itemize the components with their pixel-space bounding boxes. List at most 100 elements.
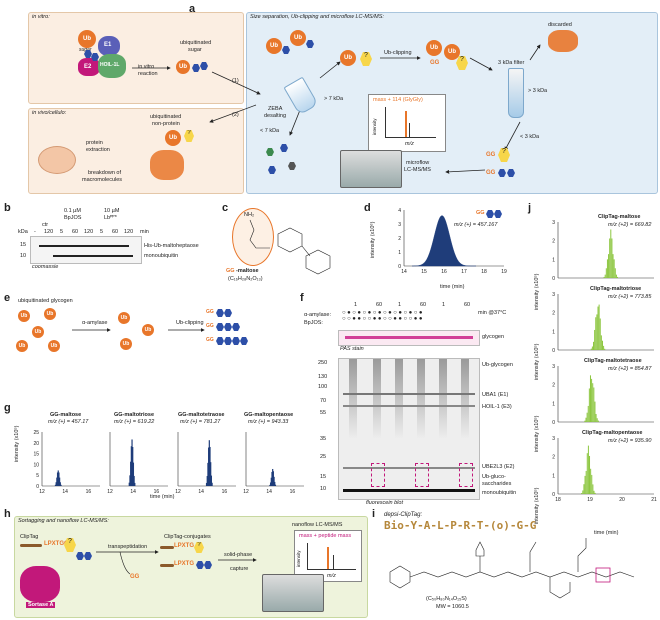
chromatogram-bar — [130, 461, 132, 486]
g-head-3: GG-maltopentaose m/z (+) = 943.33 — [244, 412, 294, 425]
h-title: Sortagging and nanoflow LC-MS/MS: — [18, 518, 109, 524]
x-tick-label: 14 — [401, 269, 407, 275]
e2-label: E2 — [84, 64, 92, 70]
breakdown-label-2: macromolecules — [82, 177, 123, 183]
b-mw10: 10 — [20, 253, 27, 259]
zeba-label-1: ZEBA — [268, 106, 283, 112]
y-tick-label: 2 — [398, 236, 401, 242]
f-time-labels: 1 60 1 60 1 60 — [354, 302, 471, 308]
y-tick-label: 3 — [552, 436, 555, 442]
f-hoil: HOIL-1 (E3) — [482, 404, 512, 410]
panel-label-g: g — [4, 402, 11, 414]
chromatogram-bar — [585, 470, 587, 494]
panel-label-c: c — [222, 202, 229, 214]
sugar-icon — [91, 53, 99, 61]
h-spectrum-inset: mass + peptide mass intensity m/z — [294, 530, 362, 582]
ub-sugar-label-2: sugar — [188, 47, 202, 53]
f-condition-dots: ○●○●○●○●○●○●○●○●○○●●○○●●○○●●○○●● — [342, 310, 424, 322]
e1-enzyme — [98, 36, 120, 56]
b-stain: coomassie — [32, 264, 59, 270]
chromatogram-peak — [412, 215, 476, 267]
nonprotein-label-2: non-protein — [152, 121, 180, 127]
hoil-enzyme — [98, 54, 126, 78]
h-transpep: transpeptidation — [108, 544, 148, 550]
chromatogram-bar — [598, 304, 600, 350]
sugar-icon — [486, 210, 494, 218]
final-gg-products: GG ? GG — [484, 148, 544, 184]
y-tick-label: 0 — [552, 276, 555, 282]
panel-label-f: f — [300, 292, 304, 304]
chromatogram-bar — [611, 238, 613, 278]
x-tick-label: 18 — [555, 497, 561, 503]
chromatogram-bar — [269, 482, 272, 486]
x-tick-label: 14 — [62, 489, 68, 495]
chromatogram-bar — [606, 259, 608, 278]
chromatogram-bar — [592, 383, 594, 422]
h-gg: GG — [130, 574, 140, 580]
chromatogram-bar — [597, 420, 599, 422]
gg-oligos: GG GG GG — [206, 308, 250, 356]
nonprotein-label-1: ubiquitinated — [150, 114, 182, 120]
microflow-label-1: microflow — [406, 160, 430, 166]
invitro-box — [28, 12, 244, 104]
y-tick-label: 0 — [36, 484, 39, 490]
e-step2: Ub-clipping — [176, 320, 204, 326]
chromatogram-bar — [603, 345, 605, 350]
chromatogram-bar — [206, 476, 208, 486]
x-tick-label: 19 — [501, 269, 507, 275]
chromatogram-bar — [612, 254, 614, 278]
chromatogram-bar — [210, 475, 213, 486]
chromatogram-bar — [592, 484, 594, 494]
chromatogram-bar — [60, 484, 62, 486]
chromatogram-bar — [274, 484, 277, 486]
chromatogram-bar — [591, 474, 593, 494]
y-tick-label: 1 — [398, 250, 401, 256]
y-tick-label: 0 — [552, 420, 555, 426]
chromatogram-bar — [54, 484, 57, 486]
chromatogram-bar — [582, 490, 584, 494]
f-bpjos: BpJOS: — [304, 320, 323, 326]
zeba-label-2: desalting — [264, 113, 287, 119]
j-ylabel-2: intensity (x10⁵) — [534, 415, 540, 452]
j-xlabel: time (min) — [594, 530, 619, 536]
x-tick-label: 14 — [130, 489, 136, 495]
y-tick-label: 1 — [552, 401, 555, 407]
ub-protein: Ub — [78, 30, 96, 48]
y-tick-label: 1 — [552, 329, 555, 335]
f-ube1: UBA1 (E1) — [482, 392, 509, 398]
y-tick-label: 2 — [552, 239, 555, 245]
c-maltose: -maltose — [236, 268, 259, 274]
y-tick-label: 2 — [552, 383, 555, 389]
x-tick-label: 18 — [481, 269, 487, 275]
chromatogram-bar — [208, 440, 210, 486]
ub-protein: Ub — [165, 130, 181, 146]
chromatogram-bar — [132, 462, 135, 486]
reaction-label-2: reaction — [138, 71, 158, 77]
panel-label-j: j — [528, 202, 532, 214]
f-mw-ladder: 250 130 100 70 55 35 25 15 10 — [318, 360, 328, 492]
sugar-icon — [192, 64, 200, 72]
x-tick-label: 14 — [198, 489, 204, 495]
chromatogram-bar — [133, 475, 135, 486]
g-head-1: GG-maltotriose m/z (+) = 619.22 — [114, 412, 155, 425]
chromatogram-bar — [591, 346, 593, 350]
chromatogram-bar — [591, 378, 593, 422]
b-mw15: 15 — [20, 242, 27, 248]
x-tick-label: 20 — [619, 497, 625, 503]
chromatogram-bar — [597, 306, 599, 350]
chromatogram-bar — [272, 468, 274, 486]
x-tick-label: 16 — [290, 489, 296, 495]
chromatogram-bar — [205, 482, 208, 486]
cliptag-peptide-icon — [20, 544, 42, 547]
clipped-cluster: Ub Ub GG ? — [424, 38, 470, 74]
chromatogram-bar — [617, 276, 619, 278]
j-ylabel-1: intensity (x10⁵) — [534, 343, 540, 380]
c-nh2: NH₂ — [244, 212, 255, 218]
chromatogram-bar — [594, 492, 596, 494]
breakdown-label-1: breakdown of — [88, 170, 122, 176]
chromatogram-bar — [130, 446, 132, 486]
panel-label-i: i — [372, 508, 376, 520]
gg-highlight — [232, 208, 274, 266]
